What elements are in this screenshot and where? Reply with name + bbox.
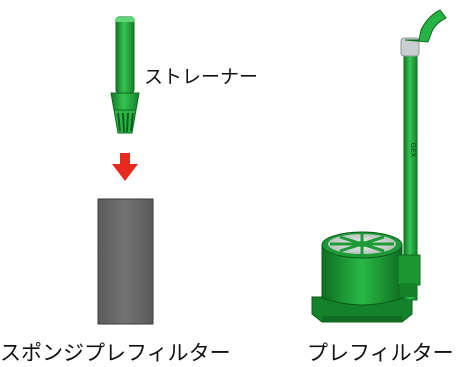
tube-stamp: GEX xyxy=(409,143,417,158)
prefilter-label: プレフィルター xyxy=(307,341,454,365)
strainer xyxy=(110,16,140,134)
strainer-label: ストレーナー xyxy=(144,66,259,88)
down-arrow-icon xyxy=(112,153,138,181)
prefilter: GEX xyxy=(311,9,447,323)
sponge-prefilter-label: スポンジプレフィルター xyxy=(0,341,231,365)
sponge-prefilter xyxy=(97,198,154,325)
